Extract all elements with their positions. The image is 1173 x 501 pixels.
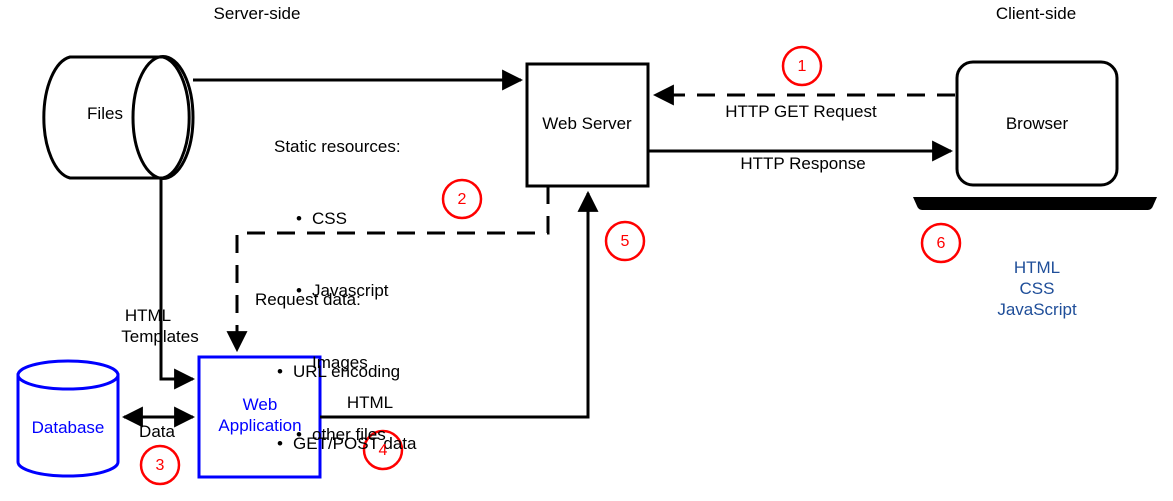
web-application-node-shape — [197, 355, 322, 479]
bullet-dot-icon: • — [296, 281, 302, 300]
static-resources-item-text: CSS — [312, 209, 347, 228]
static-resources-item-3: • other files — [274, 423, 401, 447]
web-server-node-shape — [525, 62, 650, 188]
step-number-3: 3 — [155, 457, 165, 474]
section-title-server-side: Server-side — [213, 4, 301, 23]
static-resources-label: Static resources: • CSS • Javascript Image… — [274, 87, 401, 495]
section-title-client-side: Client-side — [995, 4, 1077, 23]
request-data-header: Request data: — [255, 290, 361, 309]
static-resources-item-0: • CSS — [274, 207, 401, 231]
edge-webapplication-to-webserver — [320, 190, 599, 419]
client-tech-javascript: JavaScript — [997, 300, 1077, 319]
step-number-5: 5 — [620, 233, 630, 250]
client-tech-html: HTML — [1013, 258, 1061, 277]
static-resources-item-text: Javascript — [312, 281, 389, 300]
bullet-dot-icon: • — [296, 425, 302, 444]
request-data-label: Request data: •URL encoding •GET/POST da… — [255, 240, 416, 501]
database-node-shape — [16, 359, 120, 478]
html-templates-label-line1: HTML — [124, 306, 172, 325]
http-get-request-label: HTTP GET Request — [725, 102, 877, 121]
database-node-label: Database — [31, 418, 105, 437]
static-resources-item-text: other files — [312, 425, 386, 444]
data-edge-label: Data — [139, 422, 175, 441]
step-circle-2 — [441, 178, 483, 220]
request-data-item-text: GET/POST data — [293, 434, 417, 453]
html-edge-label: HTML — [346, 393, 394, 412]
files-node-label: Files — [87, 104, 123, 123]
web-server-node-label: Web Server — [542, 114, 632, 133]
request-data-item-0: • URL encoding — [255, 360, 416, 384]
edge-files-to-webapplication — [159, 178, 196, 390]
static-resources-item-text: Images — [312, 353, 368, 372]
client-tech-css: CSS — [1019, 279, 1055, 298]
step-circle-1 — [781, 45, 823, 87]
step-number-4: 4 — [378, 442, 388, 459]
http-response-label: HTTP Response — [740, 154, 866, 173]
static-resources-item-1: • Javascript — [274, 279, 401, 303]
step-circle-6 — [920, 222, 962, 264]
step-number-6: 6 — [936, 235, 946, 252]
request-data-item-1: • GET/POST data — [255, 432, 416, 456]
bullet-dot-icon: • — [277, 362, 283, 381]
bullet-dot-icon: • — [277, 434, 283, 453]
static-resources-header: Static resources: — [274, 137, 401, 156]
web-application-node-label-line1: Web — [242, 395, 278, 414]
step-circle-3 — [139, 444, 181, 486]
laptop-base-bar — [913, 197, 1157, 210]
web-application-node-label-line2: Application — [218, 416, 302, 435]
html-templates-label-line2: Templates — [121, 327, 199, 346]
step-circle-4 — [362, 429, 404, 471]
browser-node-shape — [955, 60, 1119, 187]
static-resources-item-2: Images — [274, 351, 401, 375]
bullet-dot-icon: • — [296, 209, 302, 228]
step-number-2: 2 — [457, 191, 467, 208]
files-node-shape — [42, 55, 195, 180]
step-number-1: 1 — [797, 58, 807, 75]
step-circle-5 — [604, 220, 646, 262]
request-data-item-text: URL encoding — [293, 362, 401, 381]
browser-node-label: Browser — [1005, 114, 1069, 133]
